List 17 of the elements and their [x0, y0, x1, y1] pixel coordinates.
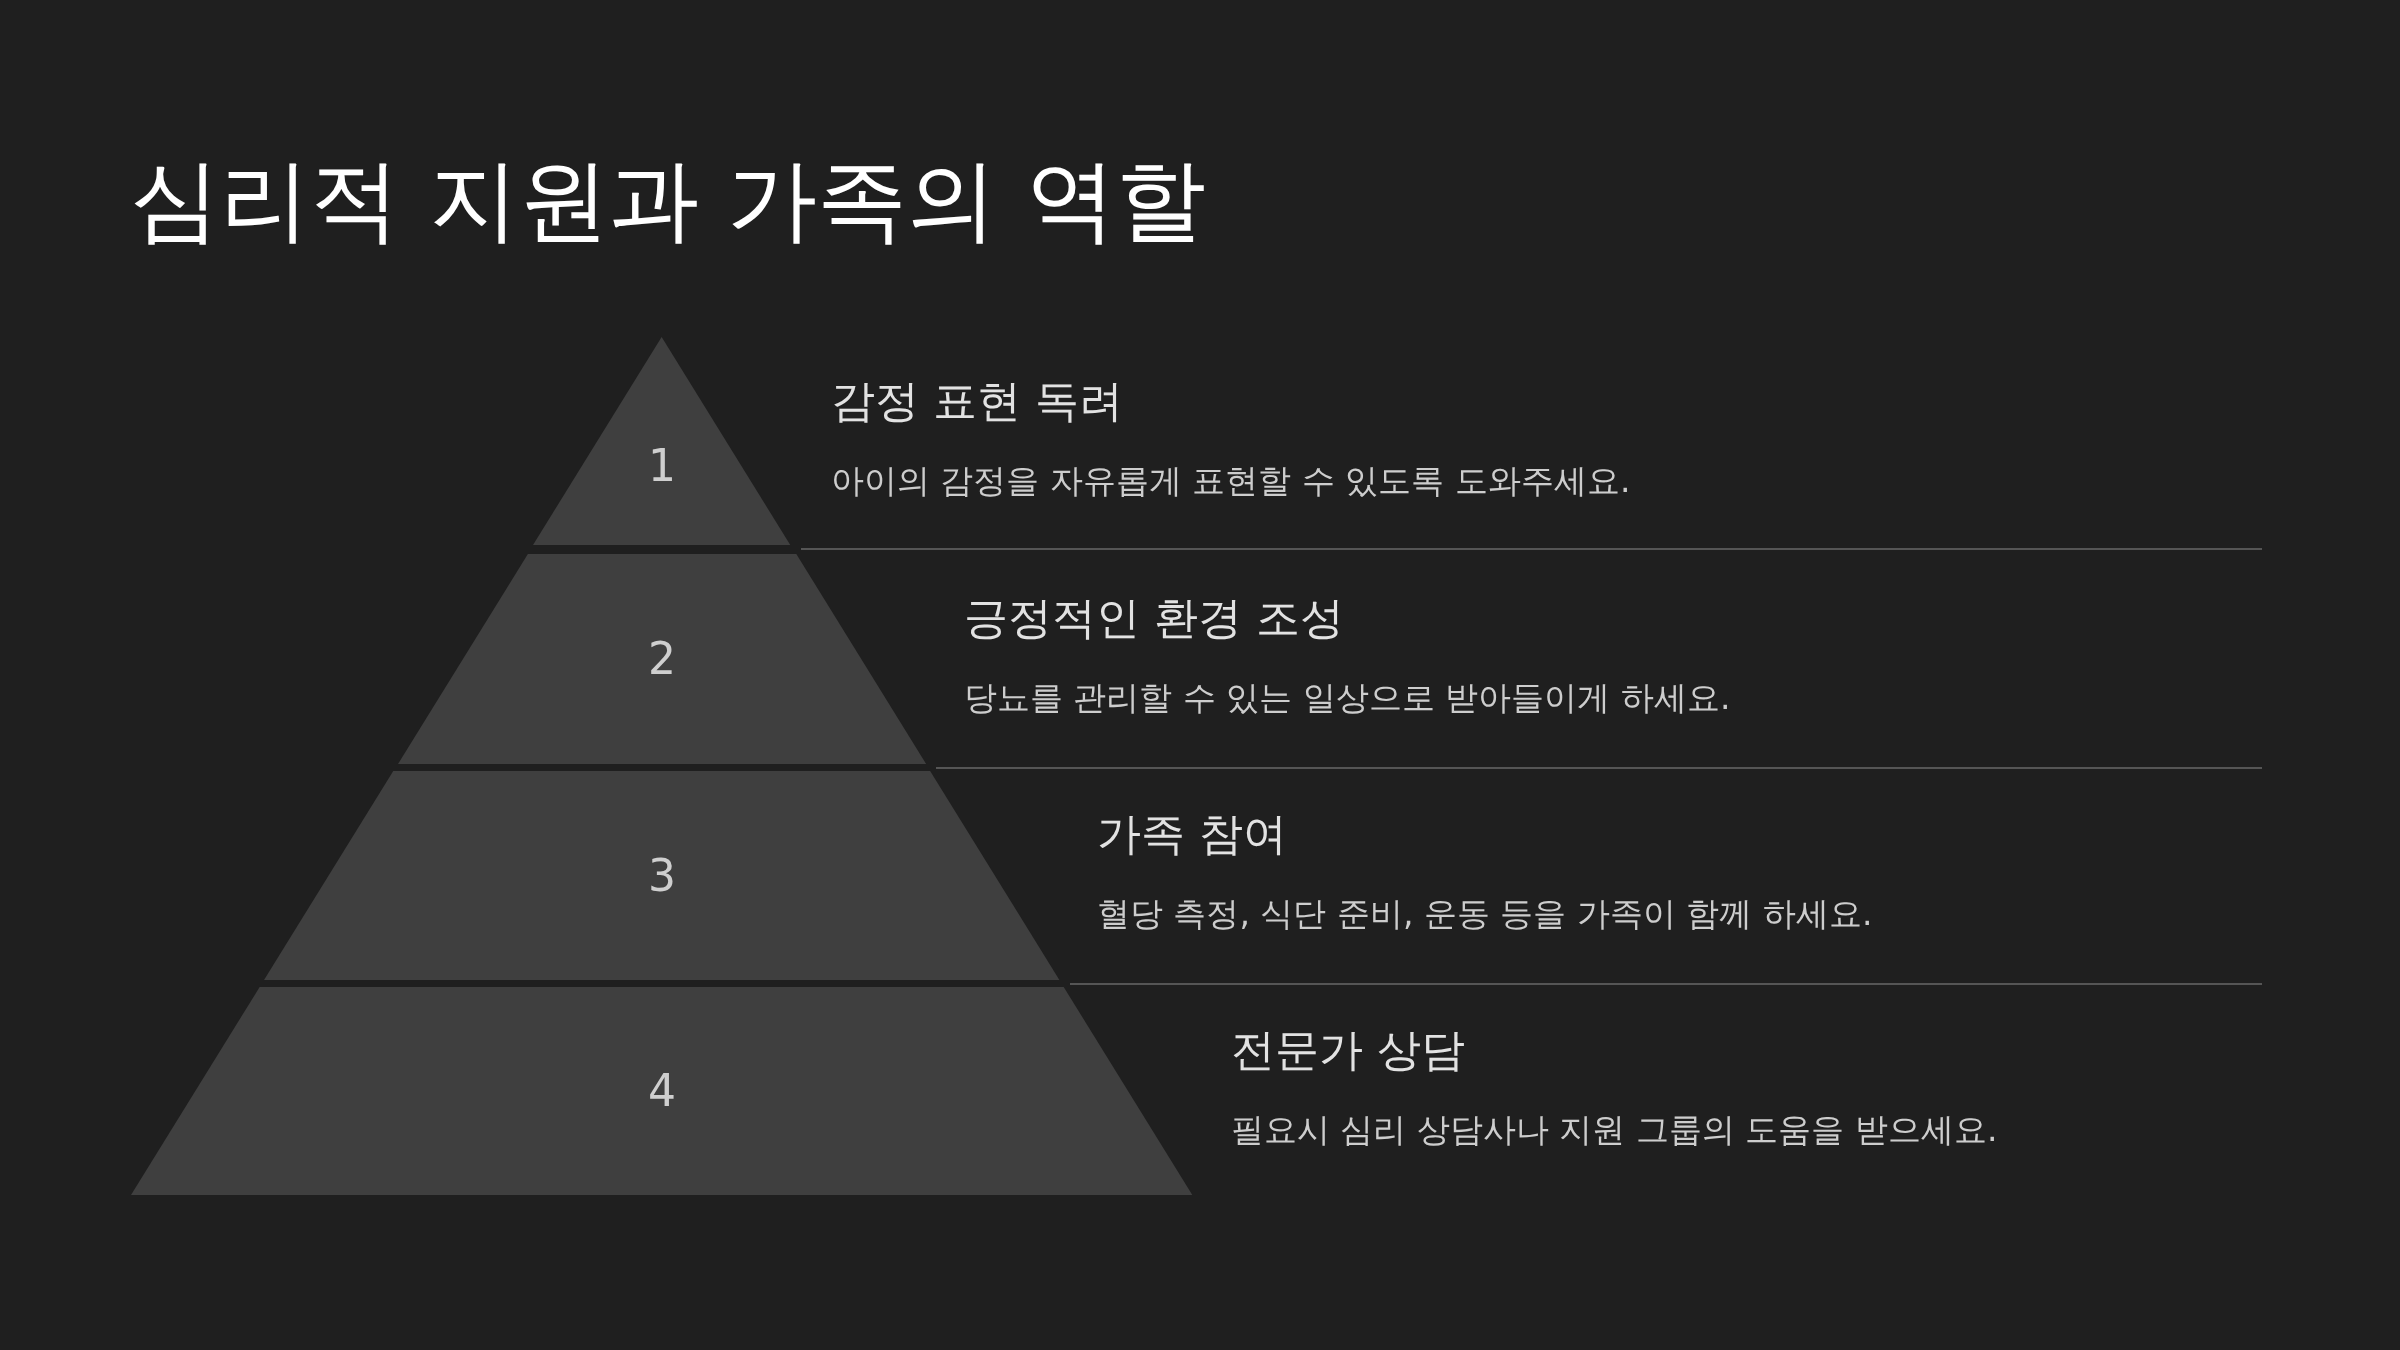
tier-number: 2	[647, 637, 677, 681]
tier-number: 4	[647, 1069, 677, 1113]
pyramid-tier	[131, 987, 1193, 1195]
step-heading: 전문가 상담	[1231, 1023, 1465, 1077]
pyramid-tier	[533, 337, 791, 545]
step-heading: 감정 표현 독려	[831, 374, 1123, 428]
step-description: 혈당 측정, 식단 준비, 운동 등을 가족이 함께 하세요.	[1097, 894, 1873, 934]
pyramid-tier	[264, 771, 1060, 980]
step-heading: 가족 참여	[1097, 807, 1287, 861]
slide-title: 심리적 지원과 가족의 역할	[130, 150, 1206, 249]
tier-number: 3	[647, 853, 677, 898]
pyramid-tier	[397, 554, 927, 764]
step-description: 당뇨를 관리할 수 있는 일상으로 받아들이게 하세요.	[964, 678, 1731, 718]
step-description: 아이의 감정을 자유롭게 표현할 수 있도록 도와주세요.	[831, 461, 1631, 501]
step-heading: 긍정적인 환경 조성	[964, 591, 1344, 645]
tier-number: 1	[647, 443, 677, 488]
step-description: 필요시 심리 상담사나 지원 그룹의 도움을 받으세요.	[1231, 1110, 1998, 1150]
